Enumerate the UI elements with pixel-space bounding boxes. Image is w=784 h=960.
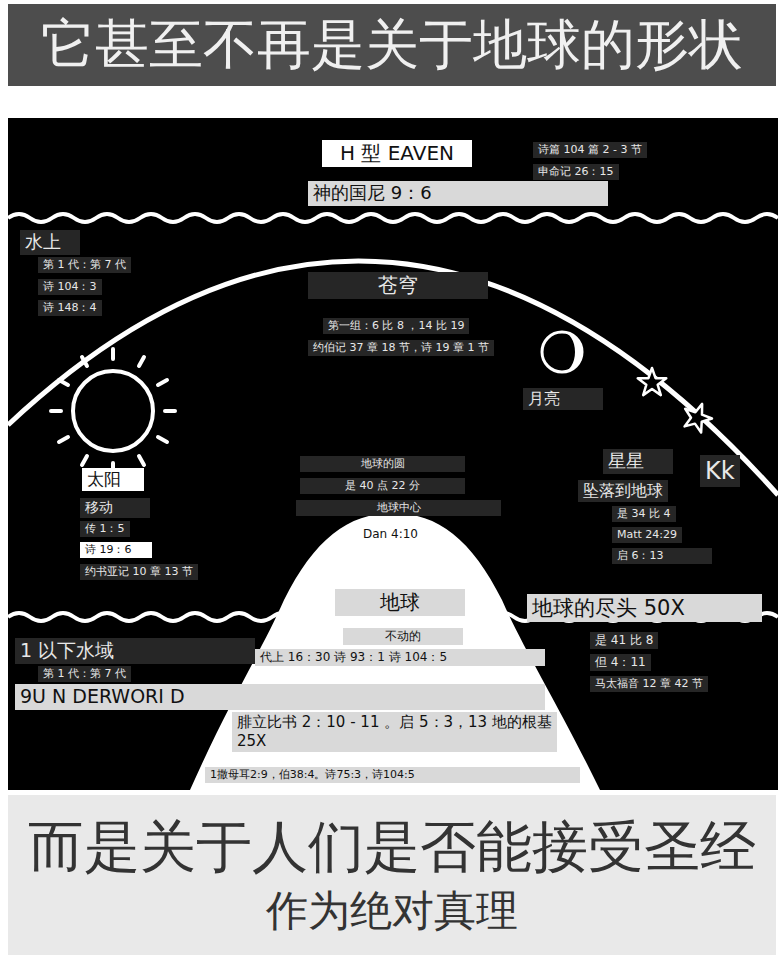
verse-label: 马太福音 12 章 42 节 [590,676,708,692]
title-text: 它甚至不再是关于地球的形状 [41,13,743,78]
verse-label: 9U N DERWORI D [15,684,545,710]
verse-label: 代上 16：30 诗 93：1 诗 104：5 [255,649,545,666]
verse-label: 第一组：6 比 8 ，14 比 19 [323,318,469,334]
star-symbol [638,368,667,395]
verse-label: 腓立比书 2：10 - 11 。启 5：3，13 地的根基 25X [232,712,557,752]
verse-label: 1 以下水域 [15,638,255,664]
verse-label: 第 1 代：第 7 代 [38,257,131,273]
caption-bar: 而是关于人们是否能接受圣经 作为绝对真理 [8,795,776,955]
verse-label: 地球的圆 [300,456,465,472]
verse-label: 传 1：5 [80,521,130,537]
verse-label: 诗 19：6 [80,542,152,558]
verse-label: 是 41 比 8 [590,632,658,649]
verse-label: 第 1 代：第 7 代 [38,666,131,682]
verse-label: 不动的 [343,628,463,645]
firmament-dome [8,261,778,495]
verse-label: 神的国尼 9：6 [308,181,608,206]
verse-label: 地球中心 [296,500,501,516]
verse-label: 是 40 点 22 分 [300,478,465,494]
verse-label: 诗 148：4 [38,300,102,316]
verse-label: 地球 [335,589,465,616]
verse-label: 星星 [603,449,673,474]
verse-label: 水上 [20,230,80,255]
verse-label: 坠落到地球 [578,480,668,502]
verse-label: 约书亚记 10 章 13 节 [80,564,198,580]
verse-label: 是 34 比 4 [612,506,676,522]
verse-label: H 型 EAVEN [322,140,472,167]
verse-label: 太阳 [82,468,144,491]
moon-symbol [542,332,582,372]
caption-text: 而是关于人们是否能接受圣经 作为绝对真理 [17,811,767,938]
verse-label: Dan 4:10 [358,526,423,543]
star-symbol [679,399,715,434]
verse-label: 启 6：13 [612,548,712,564]
verse-label: 1撒母耳2:9，伯38:4。诗75:3，诗104:5 [205,767,580,783]
upper-waves [8,214,778,222]
title-bar: 它甚至不再是关于地球的形状 [8,4,776,86]
verse-label: 苍穹 [308,272,488,299]
verse-label: 但 4：11 [590,654,651,671]
verse-label: Kk [700,455,740,487]
verse-label: 约伯记 37 章 18 节，诗 19 章 1 节 [308,340,494,356]
verse-label: 诗篇 104 篇 2 - 3 节 [533,142,647,158]
sun-symbol [51,349,175,473]
verse-label: 诗 104：3 [38,279,102,295]
verse-label: 地球的尽头 50X [527,594,762,622]
verse-label: Matt 24:29 [612,527,682,543]
verse-label: 月亮 [523,388,603,410]
verse-label: 申命记 26：15 [533,164,619,180]
verse-label: 移动 [80,498,150,518]
